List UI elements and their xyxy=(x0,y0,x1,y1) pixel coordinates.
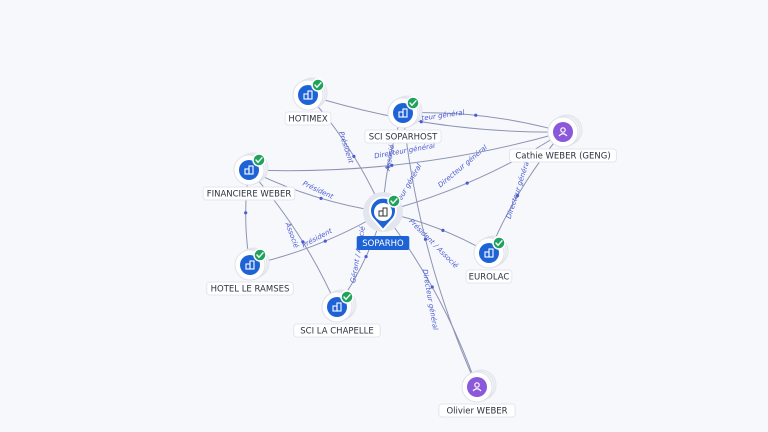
node-label: FINANCIERE WEBER xyxy=(207,190,292,200)
verified-checkmark-icon xyxy=(492,236,506,250)
edge-cathie-hotimex xyxy=(307,94,564,133)
verified-checkmark-icon xyxy=(311,78,325,92)
edge-arrow xyxy=(515,194,520,198)
verified-checkmark-icon xyxy=(253,248,267,262)
verified-checkmark-icon xyxy=(406,96,420,110)
node-label: SOPARHO xyxy=(362,239,404,249)
node-label: Olivier WEBER xyxy=(446,407,507,417)
edge-cathie-soparho xyxy=(382,131,564,213)
edge-arrow xyxy=(323,239,327,243)
user-icon xyxy=(472,382,482,392)
node-label-box xyxy=(202,186,296,201)
edge-olivier-sci_soparhost xyxy=(402,112,478,388)
building-icon xyxy=(303,90,313,100)
edge-label: Président xyxy=(337,130,355,164)
node-sci_soparhost[interactable]: SCI SOPARHOST xyxy=(364,95,442,144)
edge-arrow xyxy=(364,254,368,259)
edge-arrow xyxy=(319,196,323,201)
building-icon xyxy=(332,302,342,312)
node-label: HOTIMEX xyxy=(288,115,327,125)
node-label-box xyxy=(465,269,513,284)
node-hotel[interactable]: HOTEL LE RAMSES xyxy=(206,247,294,296)
node-label: SCI SOPARHOST xyxy=(369,133,438,143)
node-cathie[interactable]: Cathie WEBER (GENG) xyxy=(509,114,617,163)
edge-arrow xyxy=(423,237,428,241)
edge-label: Associé xyxy=(283,221,300,250)
node-soparho[interactable]: SOPARHO xyxy=(356,192,410,250)
node-eurolac[interactable]: EUROLAC xyxy=(465,235,513,284)
edge-arrow xyxy=(390,163,394,167)
edge-label: Président xyxy=(301,227,334,250)
building-icon xyxy=(484,248,494,258)
edge-label: Directeur général xyxy=(374,142,436,161)
edge-label: Président / Associé xyxy=(407,217,460,270)
edge-arrow xyxy=(441,228,445,232)
edge-arrow xyxy=(430,285,434,289)
verified-checkmark-icon xyxy=(340,290,354,304)
edge-arrow xyxy=(244,211,248,215)
building-icon xyxy=(244,165,254,175)
node-olivier[interactable]: Olivier WEBER xyxy=(438,369,516,418)
building-icon xyxy=(378,207,388,217)
node-label-box xyxy=(293,323,381,338)
node-label-box xyxy=(364,129,442,144)
edge-cathie-financiere xyxy=(248,131,564,172)
node-financiere[interactable]: FINANCIERE WEBER xyxy=(202,152,296,201)
node-label: HOTEL LE RAMSES xyxy=(211,285,290,295)
node-label-box xyxy=(284,111,332,126)
node-label: SCI LA CHAPELLE xyxy=(300,327,373,337)
node-label: Cathie WEBER (GENG) xyxy=(515,152,610,162)
edge-financiere-sci_chapelle xyxy=(248,169,338,308)
node-sci_chapelle[interactable]: SCI LA CHAPELLE xyxy=(293,289,381,338)
building-icon xyxy=(398,108,408,118)
edge-label: Directeur général xyxy=(505,159,532,220)
center-label-box xyxy=(356,236,410,250)
edge-label: Directeur général xyxy=(437,144,489,190)
verified-checkmark-icon xyxy=(252,153,266,167)
edge-arrow xyxy=(419,120,423,124)
node-label-box xyxy=(438,403,516,418)
user-icon xyxy=(558,127,568,137)
edge-arrow xyxy=(301,240,305,244)
node-hotimex[interactable]: HOTIMEX xyxy=(284,77,332,126)
building-icon xyxy=(245,260,255,270)
edge-label: Gérant / Associé xyxy=(349,225,367,284)
node-label: EUROLAC xyxy=(469,273,510,283)
edge-arrow xyxy=(352,154,356,158)
node-label-box xyxy=(206,281,294,296)
verified-checkmark-icon xyxy=(387,194,401,208)
edge-arrow xyxy=(465,181,469,185)
edge-arrow xyxy=(474,113,478,117)
edge-olivier-soparho xyxy=(382,211,478,388)
nodes-layer: HOTIMEX SCI SOPARHOST Cathie WEBER (GENG) F… xyxy=(202,77,617,418)
node-label-box xyxy=(509,148,617,163)
